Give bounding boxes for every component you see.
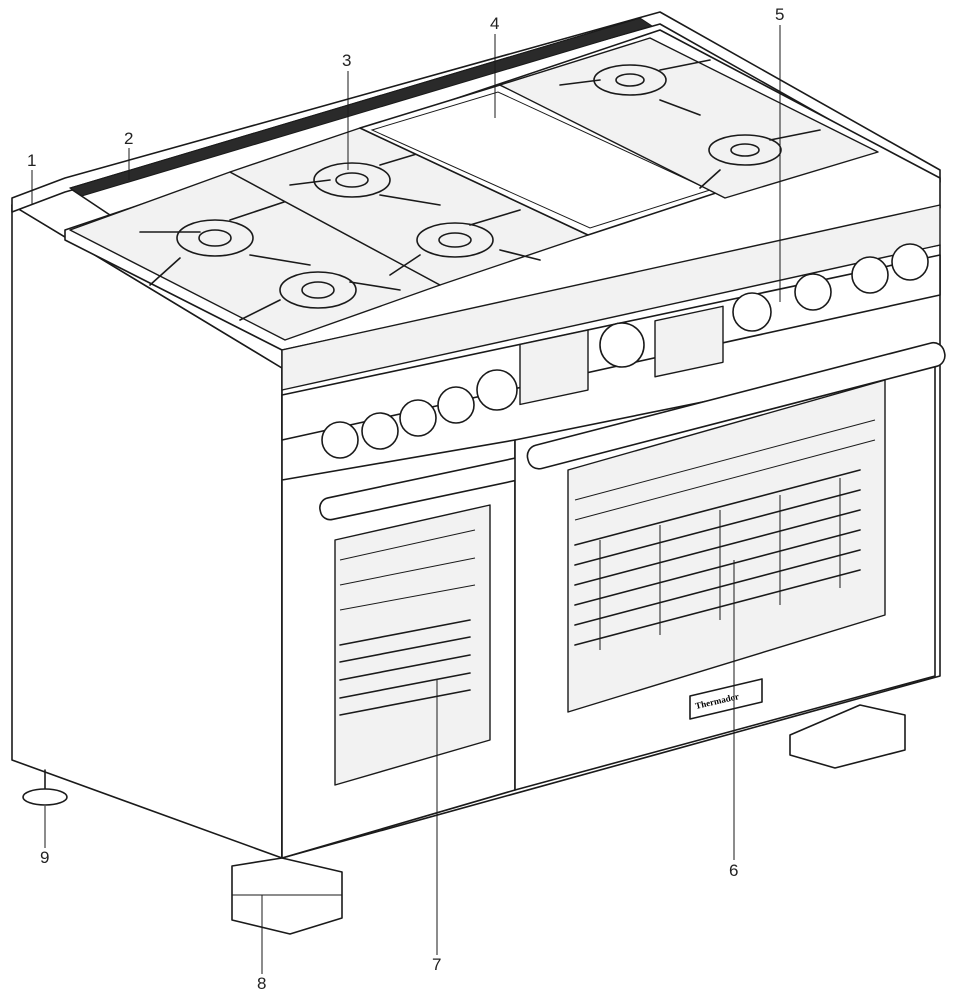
small-oven-rack [339, 529, 476, 716]
callout-1: 1 [27, 151, 36, 205]
callout-6: 6 [729, 560, 738, 880]
burner-grate-left [69, 171, 441, 341]
brand-plate: Thermador [689, 678, 763, 720]
callout-9: 9 [40, 806, 49, 867]
leg-front-left [231, 857, 343, 935]
callout-8-label: 8 [257, 974, 266, 990]
callout-5-label: 5 [775, 5, 784, 24]
callout-8: 8 [257, 895, 266, 990]
callout-7: 7 [432, 680, 441, 974]
center-dial [599, 322, 645, 368]
control-panel [281, 243, 941, 459]
callout-2-label: 2 [124, 129, 133, 148]
oven-display-right [654, 305, 724, 378]
leg-front-right [789, 704, 906, 769]
callout-2: 2 [124, 129, 133, 180]
callout-6-label: 6 [729, 861, 738, 880]
large-oven: Thermador [514, 341, 946, 791]
callout-4: 4 [490, 14, 499, 118]
callout-9-label: 9 [40, 848, 49, 867]
large-oven-handle [526, 341, 946, 470]
large-oven-rack [574, 419, 876, 650]
small-oven [281, 439, 539, 859]
control-knobs-left [321, 369, 518, 459]
callout-3: 3 [342, 51, 351, 170]
leveling-foot [22, 769, 68, 806]
callout-7-label: 7 [432, 955, 441, 974]
burner-grate-right [499, 37, 879, 199]
control-knobs-right [732, 243, 929, 332]
callouts: 1 2 3 4 5 6 7 8 [27, 5, 784, 990]
callout-4-label: 4 [490, 14, 499, 33]
oven-display-left [519, 329, 589, 406]
callout-3-label: 3 [342, 51, 351, 70]
callout-1-label: 1 [27, 151, 36, 170]
callout-5: 5 [775, 5, 784, 302]
